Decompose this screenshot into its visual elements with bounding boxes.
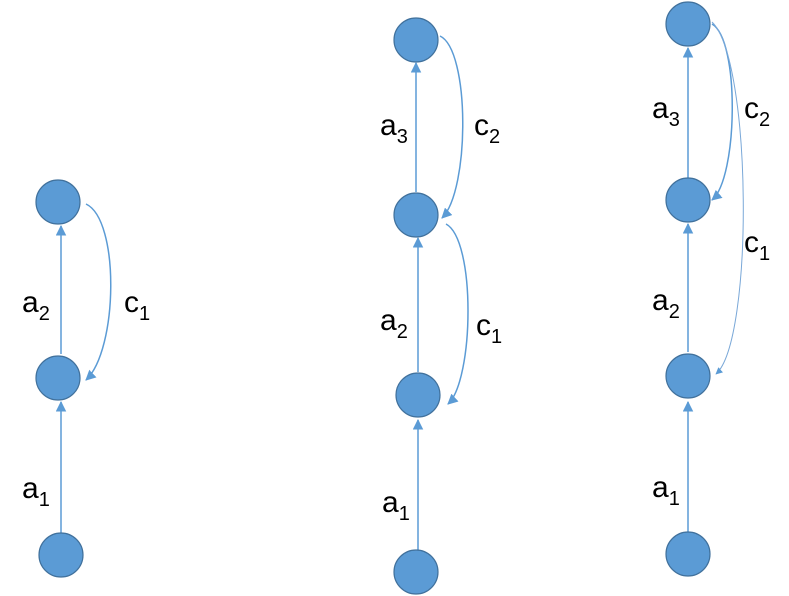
label-a2: a2 — [22, 286, 50, 325]
label-a3: a3 — [652, 92, 680, 131]
edge-c1 — [445, 223, 469, 405]
node-top — [35, 179, 81, 225]
label-a3: a3 — [380, 109, 408, 148]
diagram-1: a1 a2 c1 — [22, 179, 150, 578]
label-c2: c2 — [744, 92, 770, 131]
diagram-3: a1 a2 a3 c2 c1 — [652, 1, 770, 577]
label-a2: a2 — [652, 284, 680, 323]
label-c1: c1 — [744, 226, 770, 265]
label-a2: a2 — [380, 304, 408, 343]
node-upper-middle — [665, 177, 711, 223]
label-a1: a1 — [22, 472, 50, 511]
node-top — [393, 17, 439, 63]
edge-c1 — [711, 21, 744, 375]
node-top — [665, 1, 711, 47]
node-bottom — [665, 531, 711, 577]
edge-c1 — [85, 203, 112, 381]
node-bottom — [38, 532, 84, 578]
node-middle — [35, 355, 81, 401]
node-lower-middle — [395, 372, 441, 418]
label-a1: a1 — [652, 471, 680, 510]
node-upper-middle — [393, 192, 439, 238]
label-c2: c2 — [474, 109, 500, 148]
node-bottom — [393, 549, 439, 595]
node-lower-middle — [665, 353, 711, 399]
label-a1: a1 — [382, 486, 410, 525]
edge-c2 — [439, 35, 464, 219]
label-c1: c1 — [476, 309, 502, 348]
diagram-2: a1 a2 a3 c2 c1 — [380, 17, 502, 595]
edge-c2 — [711, 23, 733, 201]
label-c1: c1 — [124, 286, 150, 325]
